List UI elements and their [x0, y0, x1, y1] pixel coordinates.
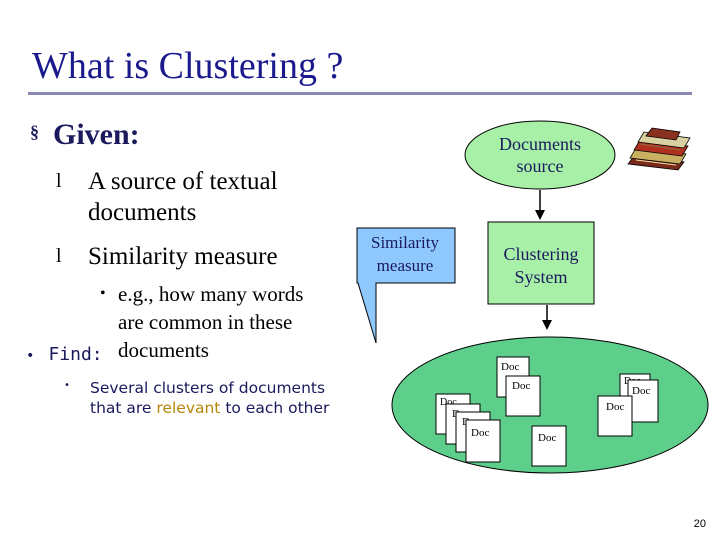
find-sub-marker: • — [64, 380, 70, 391]
page-number: 20 — [693, 518, 706, 530]
clustering-label-1: Clustering — [504, 244, 579, 264]
doc-card: Doc — [505, 375, 541, 417]
clustering-label-2: System — [514, 267, 567, 287]
svg-text:Doc: Doc — [501, 361, 519, 373]
find-desc-text-a: that are — [90, 399, 157, 417]
svg-text:Doc: Doc — [632, 385, 650, 397]
bullet-source-line2: documents — [88, 199, 197, 226]
find-description: Several clusters of documents that are r… — [90, 378, 329, 418]
find-desc-text-b: to each other — [220, 399, 330, 417]
sub-line3: documents — [118, 338, 209, 362]
bullet-similarity: l Similarity measure — [56, 241, 278, 272]
similarity-label-1: Similarity — [371, 233, 440, 252]
documents-source-label-1: Documents — [499, 134, 581, 154]
svg-text:Doc: Doc — [512, 380, 530, 392]
title-divider — [28, 92, 692, 95]
doc-card: Doc — [597, 395, 633, 437]
bullet-dot: l — [56, 170, 62, 192]
svg-text:Doc: Doc — [606, 401, 624, 413]
sub-bullet-example: • e.g., how many words are common in the… — [100, 280, 304, 364]
find-desc-line2: that are relevant to each other — [90, 398, 329, 418]
given-heading: § Given: — [30, 118, 140, 152]
find-marker: • — [26, 348, 35, 364]
documents-source-label-2: source — [517, 156, 564, 176]
sub-line1: e.g., how many words — [118, 282, 304, 306]
sub-marker: • — [100, 285, 106, 302]
bullet-source: l A source of textual documents — [56, 166, 278, 228]
documents-source-ellipse — [464, 120, 616, 190]
find-desc-line1: Several clusters of documents — [90, 379, 326, 397]
svg-text:Doc: Doc — [440, 397, 457, 408]
relevant-highlight: relevant — [156, 399, 221, 417]
slide-title: What is Clustering ? — [32, 45, 344, 87]
bullet-dot: l — [56, 245, 62, 267]
sub-line2: are common in these — [118, 310, 293, 334]
bullet-source-line1: A source of textual — [88, 168, 278, 195]
find-heading: • Find: — [26, 344, 103, 365]
doc-card: Doc — [627, 379, 659, 423]
clustering-system-box — [487, 221, 595, 305]
books-stack-icon — [627, 127, 691, 171]
doc-card: Doc — [465, 419, 501, 463]
doc-card: Doc — [531, 425, 567, 467]
bullet-similarity-text: Similarity measure — [88, 243, 278, 270]
find-label: Find: — [48, 344, 103, 365]
similarity-callout — [356, 227, 456, 344]
given-marker: § — [30, 122, 39, 142]
svg-text:Doc: Doc — [538, 432, 556, 444]
given-label: Given: — [53, 118, 140, 151]
similarity-label-2: measure — [377, 256, 434, 275]
svg-text:Doc: Doc — [471, 427, 489, 439]
